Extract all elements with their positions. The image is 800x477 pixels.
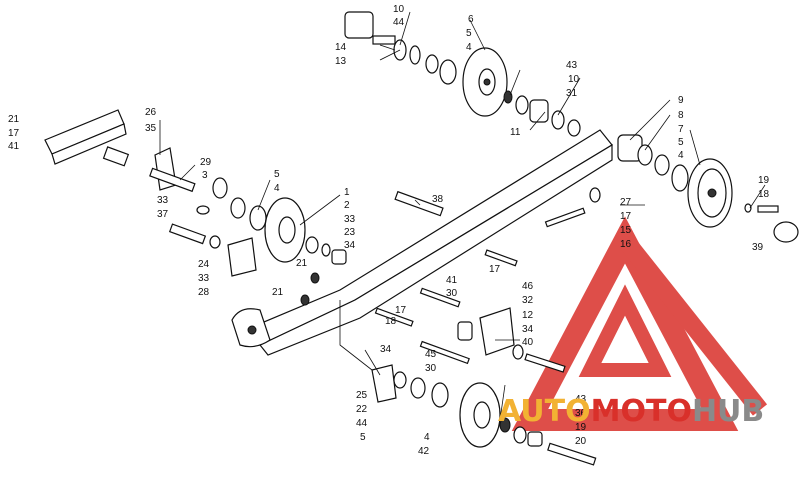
label-33c: 33: [198, 273, 210, 284]
label-5a: 5: [466, 28, 472, 39]
label-6: 6: [468, 14, 474, 25]
label-24: 24: [198, 259, 210, 270]
part-labels: 10 44 6 5 14 4 13 43 10 31 11 9 8 7 5 4 …: [8, 4, 770, 457]
watermark-logo: [511, 216, 768, 431]
label-20: 20: [575, 436, 587, 447]
leader-lines: [159, 11, 766, 421]
label-4c: 4: [274, 183, 280, 194]
watermark-hub: HUB: [692, 394, 764, 429]
label-44a: 44: [393, 17, 405, 28]
label-21c: 21: [272, 287, 284, 298]
label-33b: 33: [157, 195, 169, 206]
label-15: 15: [620, 225, 632, 236]
label-31: 31: [566, 88, 578, 99]
label-10a: 10: [393, 4, 405, 15]
label-7: 7: [678, 124, 684, 135]
label-25: 25: [356, 390, 368, 401]
label-43b: 43: [575, 394, 587, 405]
label-41a: 41: [8, 141, 20, 152]
label-8: 8: [678, 110, 684, 121]
label-27: 27: [620, 197, 632, 208]
label-33a: 33: [344, 214, 356, 225]
label-30b: 30: [425, 363, 437, 374]
label-12: 12: [522, 310, 534, 321]
arm-26: [102, 146, 196, 193]
label-14: 14: [335, 42, 347, 53]
label-21a: 21: [8, 114, 20, 125]
label-36: 36: [575, 408, 587, 419]
wheel-1: [196, 177, 347, 265]
label-4b: 4: [678, 150, 684, 161]
main-rail: [231, 129, 613, 356]
label-37: 37: [157, 209, 169, 220]
label-4d: 4: [424, 432, 430, 443]
label-45: 45: [425, 349, 437, 360]
watermark-text: AUTOMOTOHUB: [498, 394, 764, 429]
wheel-6: [462, 47, 508, 117]
watermark-auto: AUTO: [498, 394, 591, 429]
label-11: 11: [510, 127, 521, 138]
rail-bolts: [300, 187, 601, 365]
label-29: 29: [200, 157, 212, 168]
label-1: 1: [344, 187, 350, 198]
label-4a: 4: [466, 42, 472, 53]
label-34c: 34: [380, 344, 392, 355]
label-41b: 41: [446, 275, 458, 286]
label-38: 38: [432, 194, 444, 205]
label-23: 23: [344, 227, 356, 238]
upper-rail: [44, 109, 127, 165]
label-26: 26: [145, 107, 157, 118]
label-17a: 17: [8, 128, 20, 139]
label-21b: 21: [296, 258, 308, 269]
label-3: 3: [202, 170, 208, 181]
watermark-moto: MOTO: [591, 394, 692, 429]
label-18a: 18: [758, 189, 770, 200]
label-5b: 5: [678, 137, 684, 148]
label-40: 40: [522, 337, 534, 348]
label-2: 2: [344, 200, 350, 211]
label-34b: 34: [522, 324, 534, 335]
label-5c: 5: [274, 169, 280, 180]
label-46: 46: [522, 281, 534, 292]
label-19b: 19: [575, 422, 587, 433]
label-16: 16: [620, 239, 632, 250]
svg-text:AUTOMOTOHUB: AUTOMOTOHUB: [498, 394, 764, 429]
wheel-42: [371, 364, 597, 466]
label-17d: 17: [395, 305, 407, 316]
wheel-7: [617, 134, 799, 243]
bracket-12: [457, 307, 566, 373]
label-42: 42: [418, 446, 430, 457]
label-39: 39: [752, 242, 764, 253]
label-34a: 34: [344, 240, 356, 251]
label-35: 35: [145, 123, 157, 134]
bracket-28: [168, 223, 257, 277]
label-9: 9: [678, 95, 684, 106]
label-43a: 43: [566, 60, 578, 71]
label-22: 22: [356, 404, 368, 415]
label-28: 28: [198, 287, 210, 298]
label-13: 13: [335, 56, 347, 67]
label-44b: 44: [356, 418, 368, 429]
label-5d: 5: [360, 432, 366, 443]
spacers-upper: [503, 90, 581, 137]
label-17b: 17: [620, 211, 632, 222]
label-18b: 18: [385, 316, 397, 327]
label-30a: 30: [446, 288, 458, 299]
label-17c: 17: [489, 264, 501, 275]
label-10b: 10: [568, 74, 580, 85]
label-32: 32: [522, 295, 534, 306]
label-19a: 19: [758, 175, 770, 186]
